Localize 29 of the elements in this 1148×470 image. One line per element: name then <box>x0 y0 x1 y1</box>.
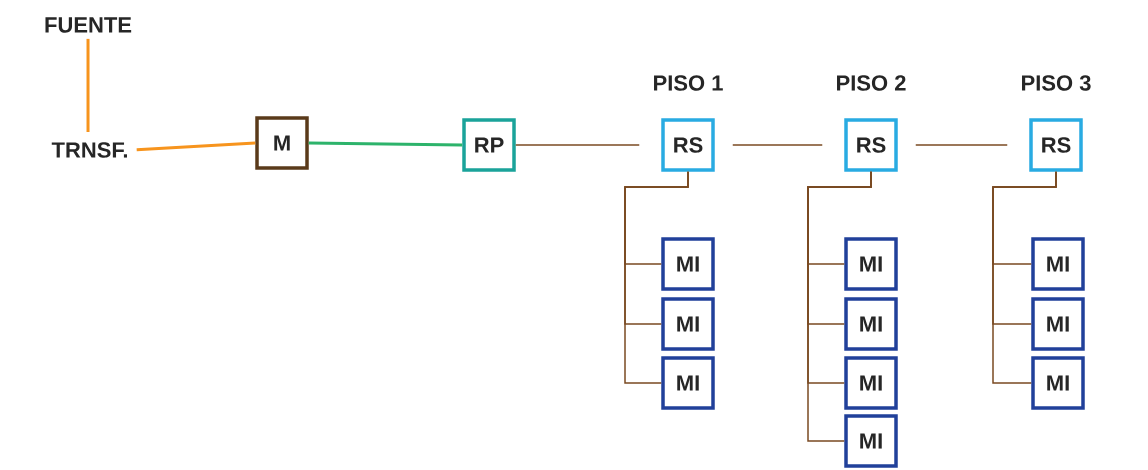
box: MI <box>844 237 898 291</box>
box: MI <box>661 237 715 291</box>
connector-line <box>992 171 1057 384</box>
box: MI <box>1031 237 1085 291</box>
box: RS <box>1029 118 1083 172</box>
floor-label: PISO 1 <box>654 75 723 91</box>
box: RS <box>661 118 715 172</box>
connector-line <box>624 171 689 384</box>
floor-label: PISO 2 <box>837 75 906 91</box>
connector-line <box>732 144 823 146</box>
box: RP <box>462 118 516 172</box>
box: MI <box>661 356 715 410</box>
box: MI <box>844 414 898 468</box>
floor-label: PISO 3 <box>1022 75 1091 91</box>
box: MI <box>1031 356 1085 410</box>
box: RS <box>844 118 898 172</box>
connector-line <box>915 144 1008 146</box>
box: MI <box>844 297 898 351</box>
box: M <box>255 116 309 170</box>
connector-line <box>308 141 463 147</box>
box: MI <box>661 297 715 351</box>
box: MI <box>844 356 898 410</box>
connector-line <box>807 171 872 442</box>
connector-line <box>515 144 640 146</box>
label-text: TRNSF. <box>51 142 127 158</box>
box: MI <box>1031 297 1085 351</box>
connector-line <box>136 141 256 152</box>
connector-line <box>86 38 90 132</box>
label-text: FUENTE <box>45 17 132 33</box>
